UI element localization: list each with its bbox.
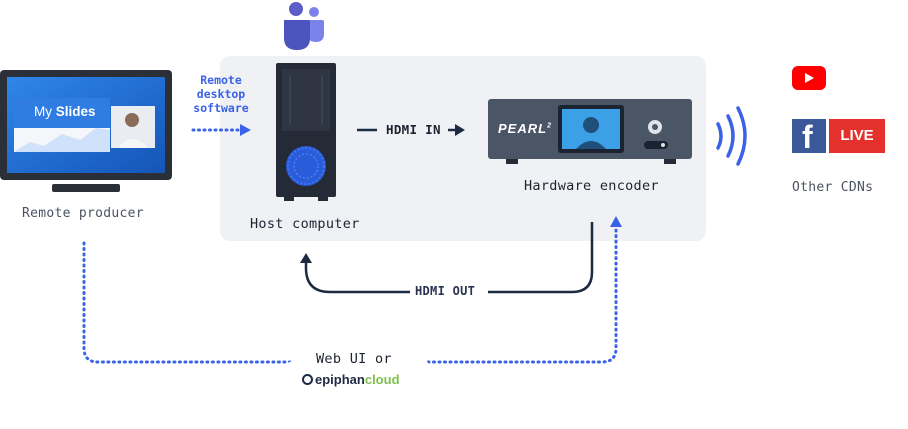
- slide-title-emphasis: Slides: [55, 104, 96, 119]
- pearl-encoder-icon: [488, 99, 692, 164]
- cloud-to-encoder-line: [426, 224, 618, 364]
- cloud-icon: [276, 314, 432, 411]
- remote-desktop-line3: software: [193, 101, 249, 115]
- web-ui-label: Web UI or: [316, 351, 392, 367]
- epiphan-logo-main: epiphan: [315, 372, 365, 387]
- remote-desktop-line2: desktop: [196, 87, 246, 101]
- pearl-brand-sup: 2: [547, 122, 552, 130]
- slide-title-prefix: My: [34, 104, 52, 119]
- hdmi-in-label: HDMI IN: [386, 122, 441, 137]
- cloud-to-encoder-arrowhead: [610, 216, 622, 227]
- hdmi-out-line-left: [304, 262, 410, 294]
- facebook-live-badge: LIVE: [829, 119, 885, 153]
- slide-title: My Slides: [34, 104, 96, 119]
- hdmi-out-line-right: [488, 222, 594, 294]
- host-computer-label: Host computer: [250, 216, 360, 232]
- teams-icon: [284, 2, 324, 50]
- epiphan-cloud-logo: epiphancloud: [302, 372, 400, 387]
- pearl-brand-text: PEARL: [498, 121, 548, 136]
- other-cdns-label: Other CDNs: [792, 180, 874, 195]
- youtube-play-icon: [792, 66, 826, 90]
- epiphan-logo-sub: cloud: [364, 372, 400, 387]
- remote-desktop-label: Remote desktop software: [186, 73, 256, 115]
- wireless-signal-icon: [716, 106, 747, 166]
- monitor-icon: [0, 70, 172, 192]
- hdmi-out-arrowhead: [300, 253, 312, 263]
- remote-producer-label: Remote producer: [22, 206, 144, 221]
- hdmi-in-arrowhead: [455, 124, 465, 136]
- youtube-wordmark: YouTube: [829, 62, 908, 88]
- producer-to-cloud-line: [82, 241, 292, 364]
- facebook-icon: f: [792, 119, 826, 154]
- remote-desktop-line1: Remote: [200, 73, 242, 87]
- pearl-brand: PEARL2: [498, 121, 552, 136]
- epiphan-logo-mark-icon: [302, 374, 313, 385]
- hdmi-out-label: HDMI OUT: [415, 284, 476, 298]
- host-computer-tower-icon: [276, 63, 336, 201]
- remote-desktop-arrowhead: [240, 124, 251, 136]
- hardware-encoder-label: Hardware encoder: [524, 178, 659, 194]
